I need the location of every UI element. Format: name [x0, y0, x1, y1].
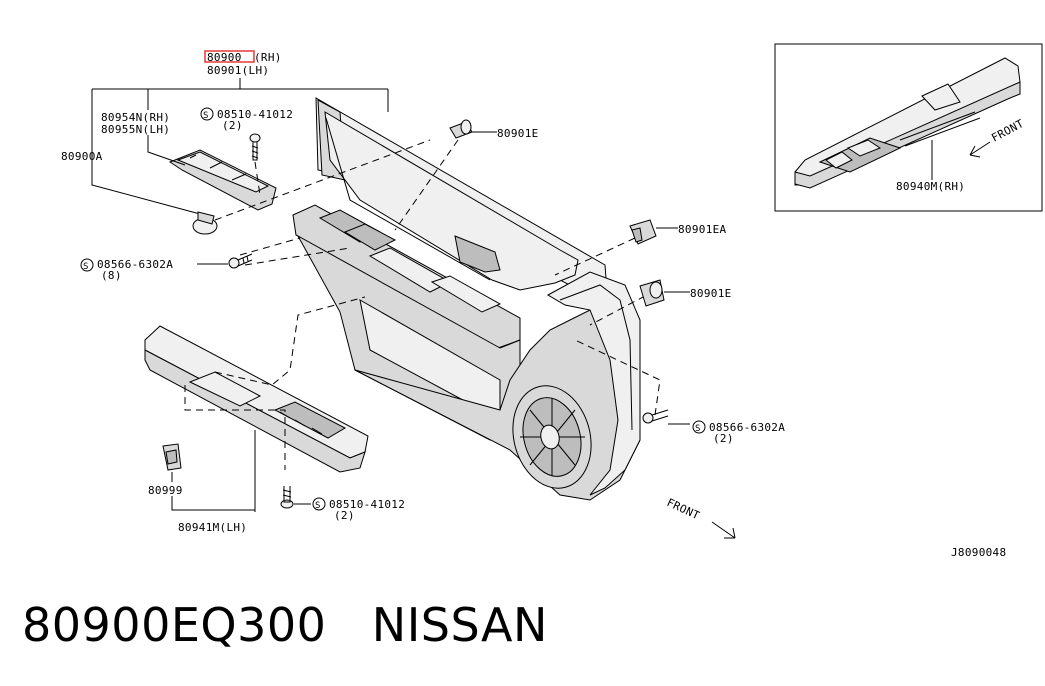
label-80954n[interactable]: 80954N(RH)	[101, 111, 170, 124]
dashed-80900a-to-panel	[214, 139, 431, 221]
dashed-80901e-mid	[589, 295, 646, 326]
label-80900[interactable]: 80900	[207, 51, 242, 64]
clip-80901e-mid-icon	[639, 279, 665, 307]
s-symbol-bottom-text: S	[315, 501, 321, 511]
dashed-screw-to-bracket	[254, 161, 261, 196]
caption: 80900EQ300 NISSAN	[22, 598, 548, 652]
front-arrow-main: FRONT	[665, 496, 736, 539]
clip-80901ea-icon	[629, 219, 657, 245]
label-80901ea[interactable]: 80901EA	[678, 223, 727, 236]
clip-80901e-top-icon	[449, 119, 473, 139]
label-screw-top-qty: (2)	[222, 119, 243, 132]
label-screw-bottom-qty: (2)	[334, 509, 355, 522]
label-80901e-top[interactable]: 80901E	[497, 127, 539, 140]
s-symbol-right-text: S	[695, 424, 701, 434]
s-symbol-top	[200, 107, 214, 121]
label-80901e-mid[interactable]: 80901E	[690, 287, 732, 300]
leader-80900-to-80900a	[91, 88, 148, 165]
label-80940m[interactable]: 80940M(RH)	[896, 180, 965, 193]
label-screw-right-qty: (2)	[713, 432, 734, 445]
caption-part-number: 80900EQ300	[22, 598, 327, 652]
screw-left-icon	[228, 253, 253, 269]
clip-80900a-icon	[192, 211, 218, 235]
armrest-80941m	[144, 325, 369, 473]
dashed-armrest-to-panel	[214, 296, 366, 386]
armrest-80940m	[794, 57, 1021, 189]
s-symbol-bottom	[312, 497, 326, 511]
label-front-inset: FRONT	[989, 117, 1026, 145]
leader-80941m	[171, 430, 256, 512]
label-front-main: FRONT	[665, 496, 702, 522]
dashed-screw-right	[574, 339, 661, 416]
leader-80900-bracket	[147, 78, 389, 112]
inset-box	[774, 43, 1043, 212]
switch-bracket-80954n	[168, 149, 277, 211]
label-screw-left[interactable]: 08566-6302A	[97, 258, 173, 271]
s-symbol-top-text: S	[203, 111, 209, 121]
label-80999[interactable]: 80999	[148, 484, 183, 497]
label-80955n[interactable]: 80955N(LH)	[101, 123, 170, 136]
s-symbol-left-text: S	[83, 262, 89, 272]
label-screw-top[interactable]: 08510-41012	[217, 108, 293, 121]
screw-top-icon	[249, 133, 261, 161]
caption-brand: NISSAN	[371, 598, 548, 652]
dashed-switch-to-panel	[239, 237, 351, 266]
leader-80954n	[147, 135, 186, 166]
leader-80900a	[91, 165, 201, 215]
dashed-80901e-top	[394, 139, 459, 231]
label-80900a[interactable]: 80900A	[61, 150, 103, 163]
dashed-armrest-bottom	[184, 385, 286, 470]
s-symbol-left	[80, 258, 94, 272]
front-arrow-inset: FRONT	[969, 117, 1026, 158]
label-80901-lh[interactable]: 80901(LH)	[207, 64, 269, 77]
parts-diagram: 80900 (RH) 80901(LH) 80954N(RH) 80955N(L…	[61, 43, 1043, 559]
label-screw-bottom[interactable]: 08510-41012	[329, 498, 405, 511]
screw-bottom-icon	[280, 486, 294, 509]
clip-80999-icon	[162, 443, 182, 471]
highlight-box	[204, 50, 255, 63]
label-screw-left-qty: (8)	[101, 269, 122, 282]
dashed-80901ea	[554, 237, 636, 276]
door-trim-panel	[292, 97, 641, 501]
screw-right-icon	[642, 409, 669, 424]
label-80941m[interactable]: 80941M(LH)	[178, 521, 247, 534]
label-screw-right[interactable]: 08566-6302A	[709, 421, 785, 434]
diagram-code: J8090048	[951, 546, 1006, 559]
label-80900-side: (RH)	[254, 51, 282, 64]
s-symbol-right	[692, 420, 706, 434]
